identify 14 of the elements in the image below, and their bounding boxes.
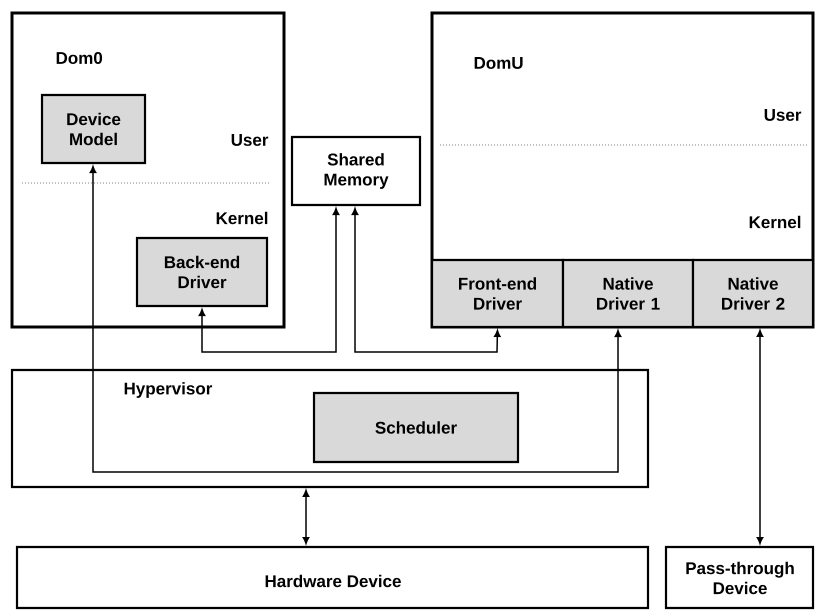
- component-box: Back-end Driver: [136, 236, 268, 308]
- arrow: [90, 166, 622, 473]
- component-box: Native Driver 2: [692, 258, 814, 328]
- arrow: [198, 208, 340, 353]
- device-box: Pass-through Device: [664, 546, 814, 610]
- arrow: [302, 490, 310, 544]
- component-box: Native Driver 1: [562, 258, 694, 328]
- component-box: Front-end Driver: [430, 258, 564, 328]
- arrow: [352, 208, 501, 353]
- arrow: [756, 330, 764, 544]
- component-box: Device Model: [40, 94, 146, 164]
- component-box: Scheduler: [312, 392, 520, 464]
- component-box: Shared Memory: [290, 136, 422, 206]
- device-box: Hardware Device: [16, 546, 650, 610]
